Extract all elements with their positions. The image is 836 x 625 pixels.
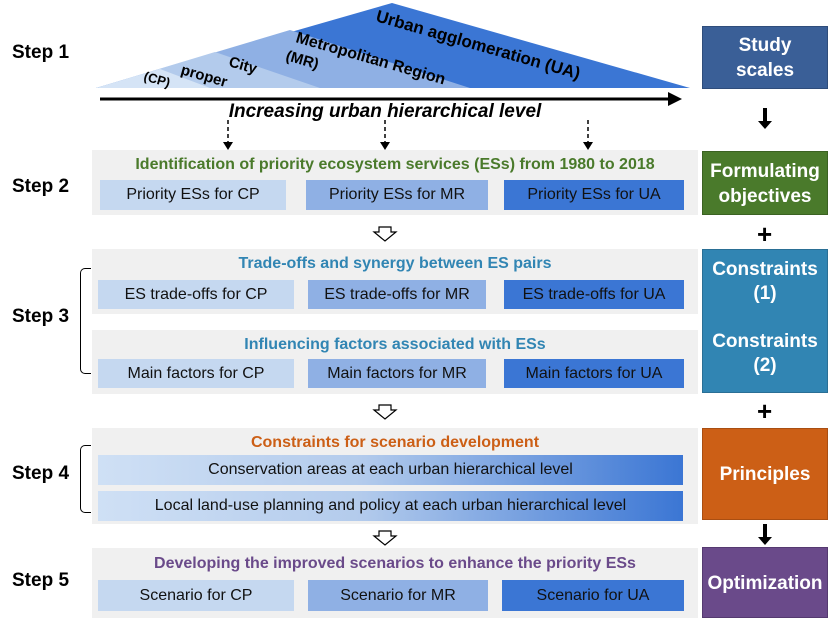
step-3a-title: Trade-offs and synergy between ES pairs [238,255,552,272]
formulating-objectives-box: Formulating objectives [702,151,828,215]
step-2-panel: Identification of priority ecosystem ser… [92,150,698,215]
priority-es-cp-box: Priority ESs for CP [100,180,286,210]
land-use-planning-bar: Local land-use planning and policy at ea… [98,491,683,521]
priority-es-mr-box: Priority ESs for MR [306,180,488,210]
scenario-ua-box: Scenario for UA [502,580,684,611]
main-factors-cp-box: Main factors for CP [98,359,294,388]
hollow-arrow-1 [372,226,398,242]
down-arrow-1 [758,108,772,129]
priority-es-ua-box: Priority ESs for UA [504,180,684,210]
plus-sign-1: + [757,219,773,249]
study-scales-line1: Study [738,35,792,56]
plus-sign-2: + [757,396,773,426]
step-3-label: Step 3 [12,306,70,327]
scenario-mr-box: Scenario for MR [308,580,488,611]
urban-hierarchy-triangle: Urban agglomeration (UA) Metropolitan Re… [96,3,690,106]
constraints-2-line2: (2) [753,355,777,376]
constraints-2-line1: Constraints [712,331,818,352]
main-factors-ua-box: Main factors for UA [504,359,684,388]
step-2-title: Identification of priority ecosystem ser… [135,156,655,173]
step-5-label: Step 5 [12,570,70,591]
down-arrow-2 [758,524,772,545]
step-3-bracket [80,268,91,374]
triangle-cp-layer [96,69,210,88]
constraints-1-line2: (1) [753,283,777,304]
step-1-label: Step 1 [12,42,70,63]
step-3b-title: Influencing factors associated with ESs [244,336,546,353]
formulating-objectives-line1: Formulating [710,161,820,182]
principles-box: Principles [702,428,828,520]
es-tradeoffs-cp-box: ES trade-offs for CP [98,280,294,309]
axis-arrow-head [668,92,682,106]
constraints-1-line1: Constraints [712,259,818,280]
formulating-objectives-line2: objectives [718,186,812,207]
step-3b-panel: Influencing factors associated with ESs … [92,330,698,394]
es-tradeoffs-mr-box: ES trade-offs for MR [308,280,486,309]
step-3a-panel: Trade-offs and synergy between ES pairs … [92,249,698,314]
conservation-areas-bar: Conservation areas at each urban hierarc… [98,455,683,485]
hollow-arrow-3 [372,530,398,546]
step-4-panel: Constraints for scenario development Con… [92,428,698,524]
scenario-cp-box: Scenario for CP [98,580,294,611]
study-scales-line2: scales [735,60,795,81]
step-4-label: Step 4 [12,463,70,484]
dashed-arrows [223,120,593,150]
step-2-label: Step 2 [12,176,70,197]
cp-label: (CP) [142,68,172,90]
constraints-box: Constraints (1) Constraints (2) [702,249,828,393]
es-tradeoffs-ua-box: ES trade-offs for UA [504,280,684,309]
optimization-box: Optimization [702,547,828,618]
step-5-panel: Developing the improved scenarios to enh… [92,548,698,618]
step-4-bracket [80,445,91,513]
step-5-title: Developing the improved scenarios to enh… [154,555,636,572]
step-4-title: Constraints for scenario development [250,434,540,451]
study-scales-box: Study scales [702,26,828,89]
axis-label: Increasing urban hierarchical level [228,101,542,122]
main-factors-mr-box: Main factors for MR [308,359,486,388]
hollow-arrow-2 [372,404,398,420]
